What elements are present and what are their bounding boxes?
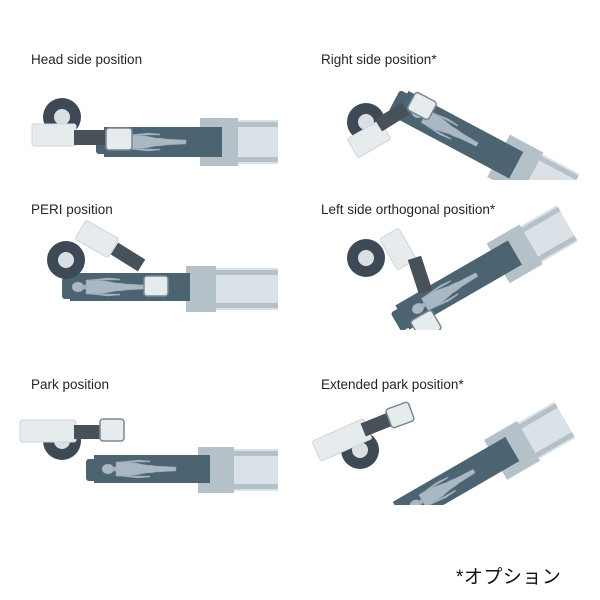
- panel-peri: PERI position: [0, 150, 300, 330]
- panel-extended-park: Extended park position*: [300, 325, 600, 505]
- position-label: Right side position*: [321, 52, 437, 67]
- c-arm: [19, 418, 125, 460]
- table-group: [391, 205, 578, 330]
- position-label: Park position: [31, 377, 110, 392]
- c-arm: [31, 98, 133, 151]
- position-label: Left side orthogonal position*: [321, 202, 496, 217]
- c-arm: [347, 91, 437, 158]
- table-group: [388, 401, 576, 505]
- c-arm: [347, 228, 442, 330]
- table-top: [388, 436, 520, 505]
- panel-head-side: Head side position: [0, 0, 300, 180]
- panel-left-side-orthogonal: Left side orthogonal position*: [300, 150, 600, 330]
- table-base: [198, 447, 278, 493]
- position-label: Extended park position*: [321, 377, 464, 392]
- head-side-illustration: [31, 98, 278, 166]
- c-arm: [312, 401, 415, 469]
- position-label: PERI position: [31, 202, 113, 217]
- panel-park: Park position: [0, 325, 300, 505]
- position-label: Head side position: [31, 52, 143, 67]
- option-footnote: *オプション: [456, 567, 562, 588]
- table-base: [186, 266, 278, 312]
- left-side-orthogonal-illustration: [347, 205, 578, 330]
- peri-illustration: [47, 220, 278, 312]
- panel-right-side: Right side position*: [300, 0, 600, 180]
- right-side-illustration: [347, 90, 580, 180]
- park-illustration: [19, 418, 278, 493]
- extended-park-illustration: [312, 401, 576, 505]
- c-arm: [47, 220, 169, 297]
